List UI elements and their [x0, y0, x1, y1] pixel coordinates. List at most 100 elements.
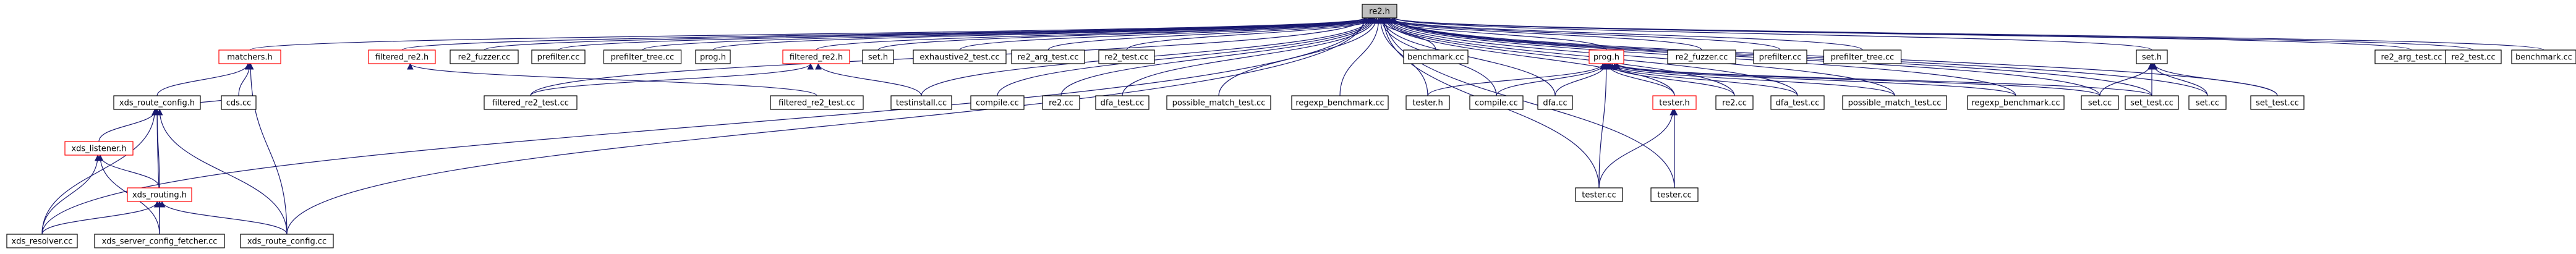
node-filtered-re2-test-b[interactable]: filtered_re2_test.cc	[770, 95, 864, 110]
node-possible-match-b[interactable]: possible_match_test.cc	[1842, 95, 1947, 110]
node-box	[1362, 4, 1397, 19]
node-xds-listener-h[interactable]: xds_listener.h	[64, 141, 134, 156]
node-label: tester.cc	[1657, 191, 1692, 200]
node-box	[1403, 49, 1469, 64]
node-box	[770, 95, 864, 110]
node-label: tester.h	[1659, 99, 1690, 108]
node-label: cds.cc	[226, 99, 252, 108]
file-nodes: re2.h matchers.h filtered_re2.h re2_fuzzer.…	[6, 4, 2576, 248]
node-box	[1715, 95, 1754, 110]
edge-filtered_re2_test_b-to-filtered_re2_h_a	[407, 62, 817, 96]
node-label: set.cc	[2196, 99, 2219, 108]
node-label: re2.h	[1369, 7, 1390, 17]
node-re2-h[interactable]: re2.h	[1362, 4, 1397, 19]
node-tester-h-b[interactable]: tester.h	[1652, 95, 1697, 110]
node-tester-h-a[interactable]: tester.h	[1405, 95, 1450, 110]
edge-xds_route_config_cc-to-xds_routing_h	[158, 200, 288, 235]
node-xds-server-config-fetcher[interactable]: xds_server_config_fetcher.cc	[94, 234, 225, 248]
node-re2-test-b[interactable]: re2_test.cc	[2445, 49, 2502, 64]
node-tester-cc-a[interactable]: tester.cc	[1575, 187, 1623, 202]
node-box	[2136, 49, 2168, 64]
node-box	[1650, 187, 1699, 202]
node-exhaustive2[interactable]: exhaustive2_test.cc	[913, 49, 1007, 64]
node-label: filtered_re2_test.cc	[778, 99, 855, 108]
node-re2-cc-b[interactable]: re2.cc	[1715, 95, 1754, 110]
edge-xds_routing_h-to-xds_listener_h	[96, 154, 160, 188]
node-label: xds_resolver.cc	[12, 237, 73, 247]
node-benchmark-a[interactable]: benchmark.cc	[1403, 49, 1469, 64]
node-set-cc-b[interactable]: set.cc	[2188, 95, 2227, 110]
node-label: filtered_re2.h	[375, 53, 429, 62]
node-label: set_test.cc	[2256, 99, 2299, 108]
node-set-test-a[interactable]: set_test.cc	[2125, 95, 2179, 110]
node-dfa-test-a[interactable]: dfa_test.cc	[1095, 95, 1149, 110]
node-filtered-re2-test-a[interactable]: filtered_re2_test.cc	[484, 95, 578, 110]
edge-set_cc_a-to-prog_h_b	[1613, 62, 2100, 96]
node-set-h-a[interactable]: set.h	[862, 49, 894, 64]
node-filtered-re2-h-a[interactable]: filtered_re2.h	[368, 49, 436, 64]
node-set-cc-a[interactable]: set.cc	[2081, 95, 2119, 110]
node-box	[113, 95, 201, 110]
node-prefilter-a[interactable]: prefilter.cc	[531, 49, 586, 64]
node-cds-cc[interactable]: cds.cc	[221, 95, 257, 110]
node-dfa-cc[interactable]: dfa.cc	[1537, 95, 1573, 110]
node-prefilter-tree-a[interactable]: prefilter_tree.cc	[603, 49, 682, 64]
node-box	[1667, 49, 1736, 64]
node-benchmark-b[interactable]: benchmark.cc	[2511, 49, 2576, 64]
node-possible-match-a[interactable]: possible_match_test.cc	[1166, 95, 1271, 110]
node-tester-cc-b[interactable]: tester.cc	[1650, 187, 1699, 202]
edge-tester_h_b-to-re2_h	[1382, 17, 1675, 96]
node-box	[6, 234, 78, 248]
node-set-test-b[interactable]: set_test.cc	[2250, 95, 2305, 110]
edge-exhaustive2-to-re2_h	[959, 17, 1375, 51]
node-compile-a[interactable]: compile.cc	[970, 95, 1025, 110]
node-prefilter-b[interactable]: prefilter.cc	[1753, 49, 1807, 64]
node-label: xds_route_config.h	[119, 99, 195, 108]
node-box	[368, 49, 436, 64]
node-re2-fuzzer-a[interactable]: re2_fuzzer.cc	[450, 49, 519, 64]
node-prog-h-a[interactable]: prog.h	[695, 49, 731, 64]
edge-set_h_b-to-re2_h	[1391, 17, 2152, 51]
node-label: benchmark.cc	[2515, 53, 2572, 62]
node-set-h-b[interactable]: set.h	[2136, 49, 2168, 64]
node-compile-b[interactable]: compile.cc	[1469, 95, 1524, 110]
node-label: prog.h	[1593, 53, 1619, 62]
node-xds-route-config-h[interactable]: xds_route_config.h	[113, 95, 201, 110]
node-re2-cc-a[interactable]: re2.cc	[1042, 95, 1080, 110]
node-xds-route-config-cc[interactable]: xds_route_config.cc	[240, 234, 334, 248]
node-label: set.h	[868, 53, 888, 62]
node-label: xds_server_config_fetcher.cc	[102, 237, 218, 247]
node-box	[1652, 95, 1697, 110]
node-re2-fuzzer-b[interactable]: re2_fuzzer.cc	[1667, 49, 1736, 64]
node-box	[1405, 95, 1450, 110]
node-matchers-h[interactable]: matchers.h	[218, 49, 281, 64]
node-regexp-bench-b[interactable]: regexp_benchmark.cc	[1967, 95, 2065, 110]
node-box	[1469, 95, 1524, 110]
node-prefilter-tree-b[interactable]: prefilter_tree.cc	[1823, 49, 1902, 64]
node-label: dfa_test.cc	[1101, 99, 1145, 108]
node-box	[240, 234, 334, 248]
node-label: re2_arg_test.cc	[2381, 53, 2442, 62]
edge-set_test_a-to-prog_h_b	[1614, 62, 2152, 96]
node-regexp-bench-a[interactable]: regexp_benchmark.cc	[1291, 95, 1389, 110]
node-label: set.h	[2142, 53, 2162, 62]
node-re2-arg-test-a[interactable]: re2_arg_test.cc	[1011, 49, 1085, 64]
node-xds-resolver[interactable]: xds_resolver.cc	[6, 234, 78, 248]
edge-testinstall-to-filtered_re2_h_b	[815, 62, 922, 96]
edge-dfa_cc-to-prog_h_b	[1555, 62, 1609, 96]
node-label: re2.cc	[1722, 99, 1747, 108]
node-filtered-re2-h-b[interactable]: filtered_re2.h	[782, 49, 850, 64]
node-re2-test-a[interactable]: re2_test.cc	[1098, 49, 1155, 64]
node-box	[2250, 95, 2305, 110]
node-testinstall[interactable]: testinstall.cc	[890, 95, 952, 110]
node-box	[2511, 49, 2576, 64]
node-box	[218, 49, 281, 64]
node-xds-routing-h[interactable]: xds_routing.h	[127, 187, 192, 202]
edge-filtered_re2_h_b-to-re2_h	[816, 17, 1371, 51]
node-prog-h-b[interactable]: prog.h	[1589, 49, 1624, 64]
node-re2-arg-test-b[interactable]: re2_arg_test.cc	[2374, 49, 2449, 64]
edge-set_cc_a-to-set_h_b	[2099, 62, 2154, 96]
node-dfa-test-b[interactable]: dfa_test.cc	[1770, 95, 1825, 110]
node-box	[1166, 95, 1271, 110]
node-label: compile.cc	[976, 99, 1019, 108]
